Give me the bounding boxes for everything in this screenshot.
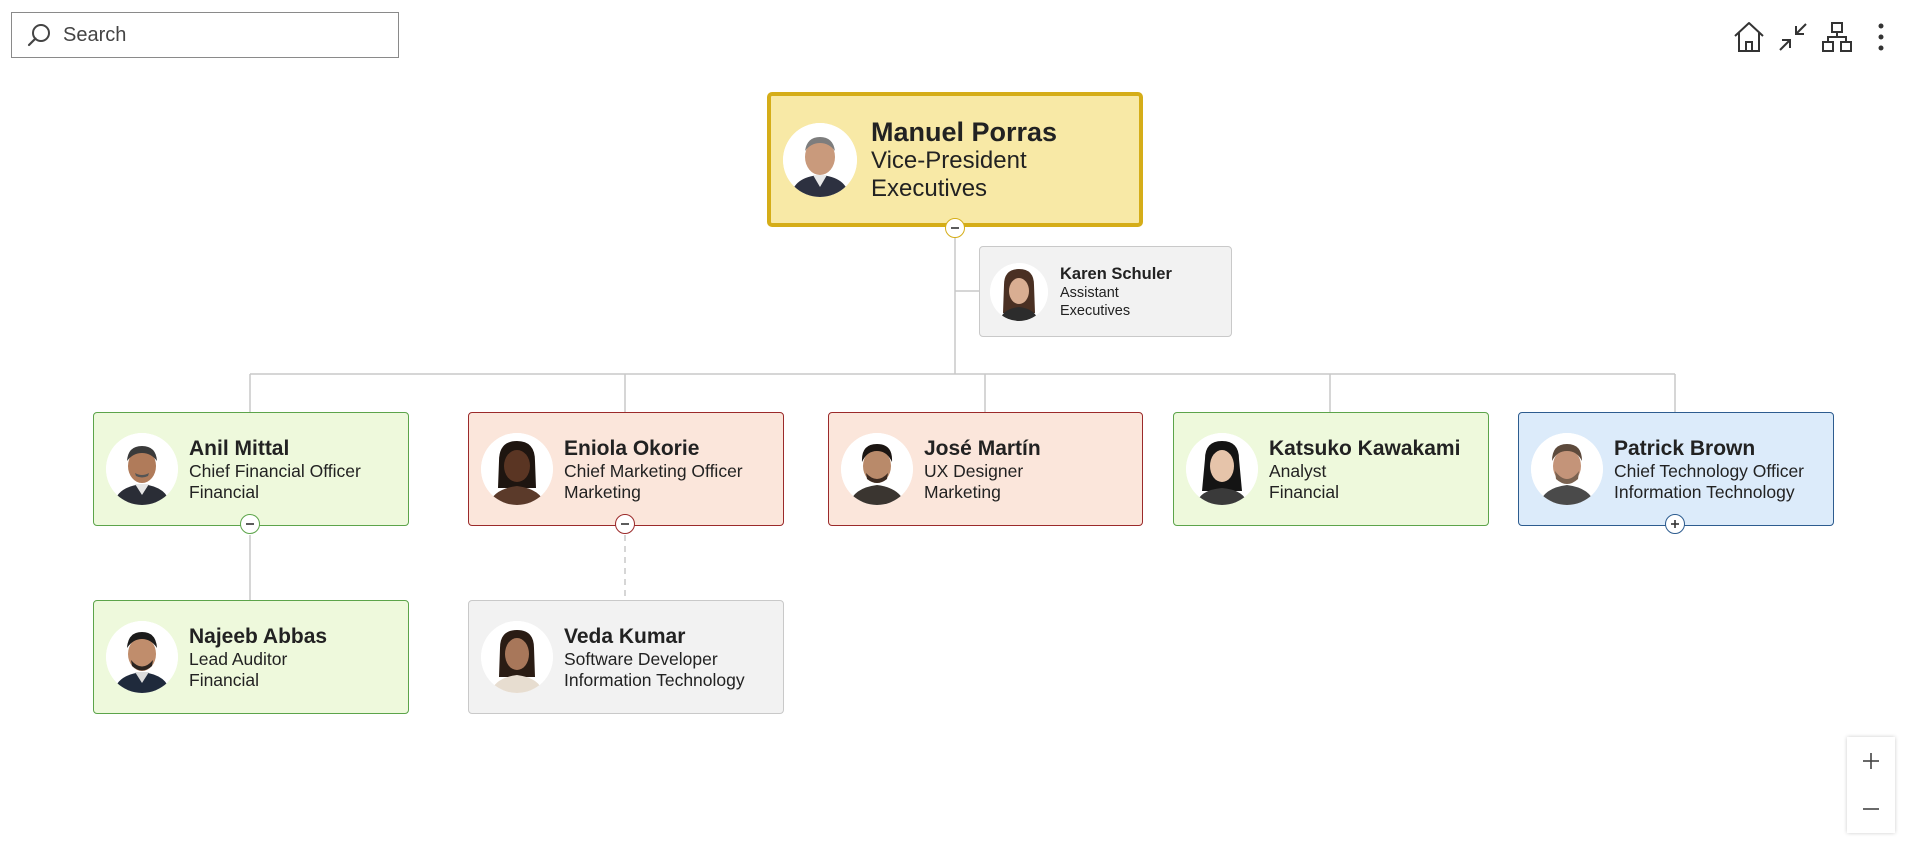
org-node-report[interactable]: Anil Mittal Chief Financial Officer Fina…	[93, 412, 409, 526]
org-node-assistant[interactable]: Karen Schuler Assistant Executives	[979, 246, 1232, 337]
org-node-root[interactable]: Manuel Porras Vice-President Executives	[767, 92, 1143, 227]
avatar	[106, 621, 178, 693]
employee-name: Katsuko Kawakami	[1269, 436, 1461, 460]
collapse-toggle[interactable]	[240, 514, 260, 534]
avatar	[1186, 433, 1258, 505]
org-node-report[interactable]: José Martín UX Designer Marketing	[828, 412, 1143, 526]
employee-name: Karen Schuler	[1060, 264, 1172, 283]
employee-title: Analyst	[1269, 460, 1327, 481]
employee-name: Najeeb Abbas	[189, 624, 328, 648]
employee-title: UX Designer	[924, 460, 1024, 481]
employee-title: Software Developer	[564, 648, 718, 669]
avatar	[783, 122, 857, 197]
employee-title: Chief Technology Officer	[1614, 460, 1805, 481]
employee-department: Marketing	[924, 481, 1001, 502]
avatar	[481, 621, 553, 693]
employee-department: Financial	[189, 481, 260, 502]
org-node-report[interactable]: Patrick Brown Chief Technology Officer I…	[1518, 412, 1834, 526]
avatar	[990, 262, 1048, 321]
employee-department: Executives	[871, 174, 988, 202]
employee-department: Executives	[1060, 302, 1131, 319]
employee-title: Vice-President	[871, 146, 1027, 174]
employee-title: Assistant	[1060, 284, 1119, 301]
minus-icon	[951, 227, 959, 229]
avatar	[106, 433, 178, 505]
collapse-toggle-root[interactable]	[945, 218, 965, 238]
zoom-out-button[interactable]	[1847, 785, 1895, 833]
collapse-button[interactable]	[1774, 18, 1812, 56]
more-button[interactable]	[1862, 18, 1900, 56]
org-node-subreport[interactable]: Najeeb Abbas Lead Auditor Financial	[93, 600, 409, 714]
plus-icon	[1671, 520, 1679, 528]
avatar	[481, 433, 553, 505]
search-icon	[27, 24, 50, 47]
employee-name: José Martín	[924, 436, 1041, 460]
minus-icon	[246, 523, 254, 525]
collapse-toggle[interactable]	[615, 514, 635, 534]
employee-department: Information Technology	[1614, 481, 1795, 502]
employee-department: Financial	[189, 669, 260, 690]
zoom-control	[1847, 737, 1895, 833]
avatar	[1531, 433, 1603, 505]
employee-name: Eniola Okorie	[564, 436, 700, 460]
expand-toggle[interactable]	[1665, 514, 1685, 534]
employee-title: Chief Financial Officer	[189, 460, 361, 481]
minus-icon	[1863, 808, 1879, 810]
employee-name: Manuel Porras	[871, 116, 1058, 147]
home-icon	[1734, 22, 1764, 52]
org-chart-icon	[1822, 22, 1852, 52]
org-node-report[interactable]: Katsuko Kawakami Analyst Financial	[1173, 412, 1489, 526]
minus-icon	[621, 523, 629, 525]
employee-department: Financial	[1269, 481, 1340, 502]
more-vertical-icon	[1878, 23, 1884, 51]
employee-department: Information Technology	[564, 669, 745, 690]
avatar	[841, 433, 913, 505]
zoom-in-button[interactable]	[1847, 737, 1895, 785]
layout-button[interactable]	[1818, 18, 1856, 56]
employee-department: Marketing	[564, 481, 641, 502]
org-node-subreport[interactable]: Veda Kumar Software Developer Informatio…	[468, 600, 784, 714]
employee-name: Anil Mittal	[189, 436, 290, 460]
home-button[interactable]	[1730, 18, 1768, 56]
employee-name: Veda Kumar	[564, 624, 686, 648]
toolbar	[1730, 18, 1900, 56]
employee-title: Chief Marketing Officer	[564, 460, 743, 481]
search-input[interactable]	[61, 22, 365, 48]
collapse-icon	[1779, 23, 1807, 51]
org-node-report[interactable]: Eniola Okorie Chief Marketing Officer Ma…	[468, 412, 784, 526]
employee-title: Lead Auditor	[189, 648, 288, 669]
plus-icon	[1863, 753, 1879, 769]
search-box[interactable]	[11, 12, 399, 58]
employee-name: Patrick Brown	[1614, 436, 1756, 460]
